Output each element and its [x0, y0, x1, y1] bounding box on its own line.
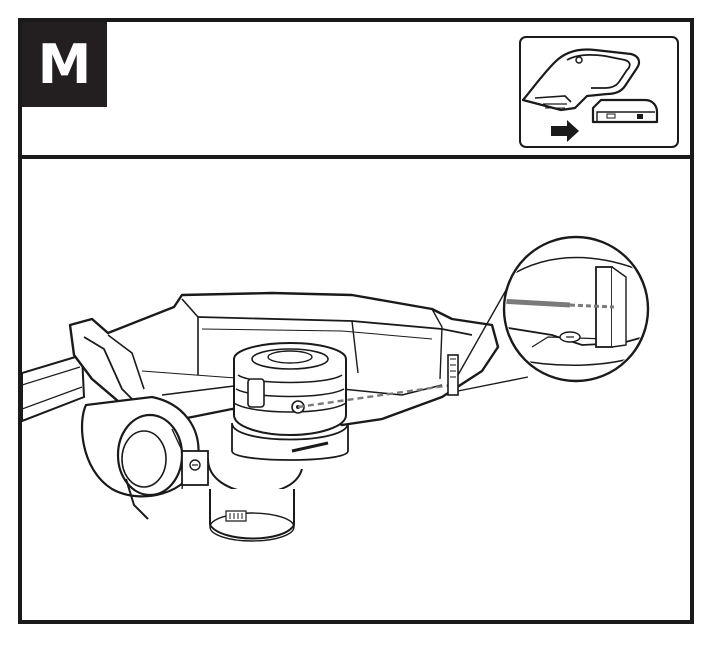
magnified-cutting-line-detail-icon	[502, 235, 650, 383]
main-illustration-area	[22, 159, 690, 620]
string-trimmer-spool-guard-illustration	[22, 235, 650, 542]
battery-removal-inset	[519, 36, 679, 148]
trimmer-handle-battery-removal-icon	[521, 48, 659, 142]
step-header: M	[22, 22, 690, 159]
right-arrow-icon	[551, 120, 579, 142]
step-frame: M	[18, 18, 694, 624]
step-label: M	[22, 22, 107, 107]
